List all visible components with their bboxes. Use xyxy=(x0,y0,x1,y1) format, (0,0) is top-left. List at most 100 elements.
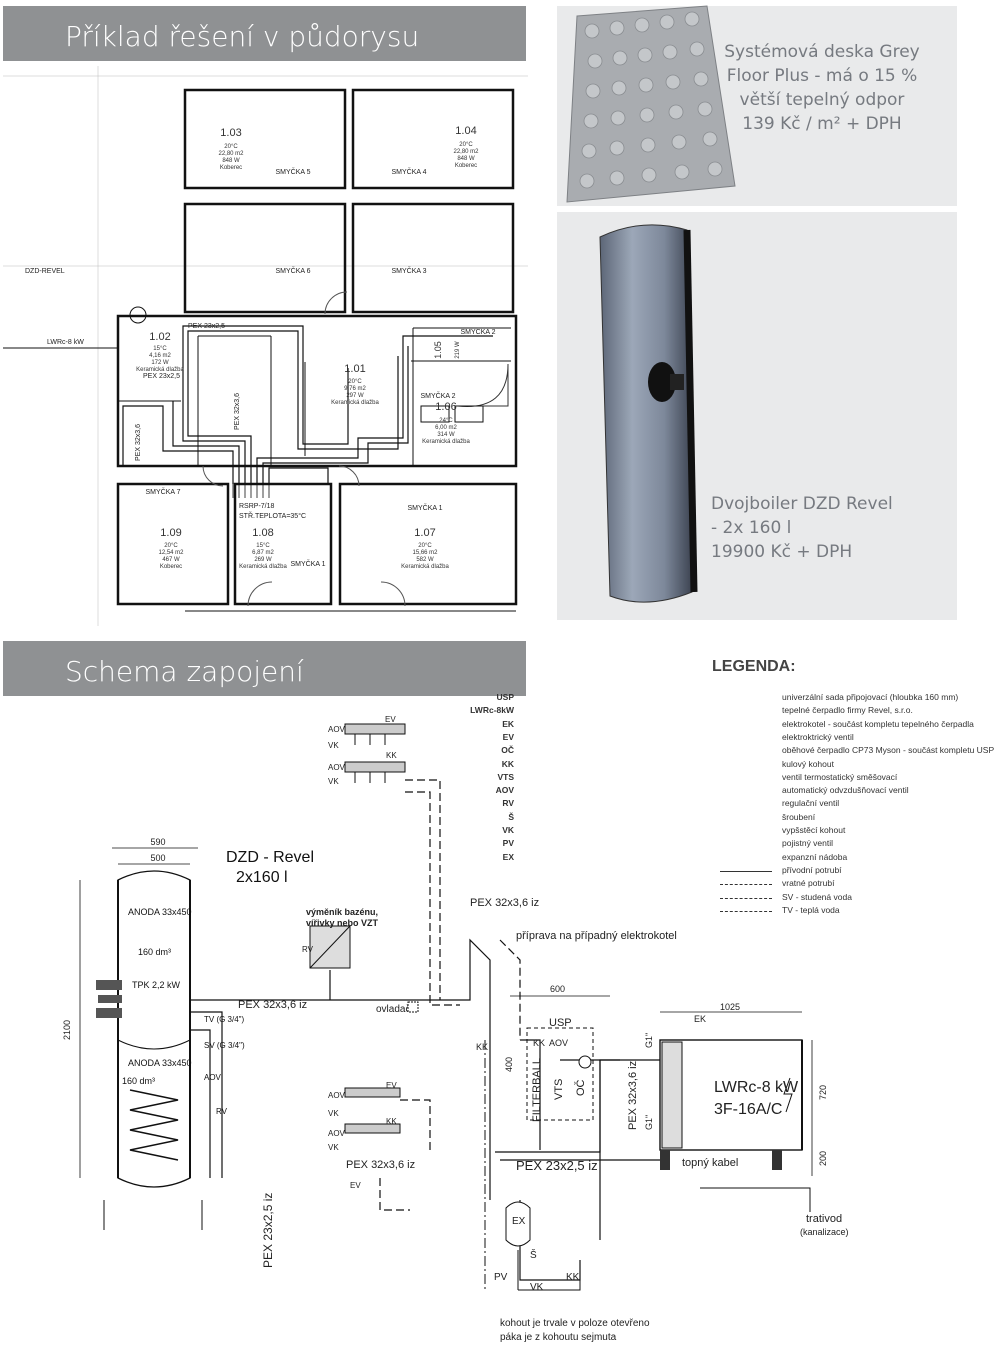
g1-label: G1" xyxy=(644,1115,654,1130)
svg-text:Keramická dlažba: Keramická dlažba xyxy=(136,367,184,373)
svg-text:314 W: 314 W xyxy=(437,432,455,438)
loop-label: SMYČKA 3 xyxy=(391,266,426,275)
ovladac-label: ovladač xyxy=(376,1004,410,1015)
dim-400: 400 xyxy=(504,1057,514,1072)
dim-720: 720 xyxy=(818,1085,828,1100)
pex25-tag: PEX 23x2,5 xyxy=(188,323,225,330)
connection-schema: 590 500 2100 DZD - Revel 2x160 l ANODA 3… xyxy=(62,715,849,1343)
pv-label: PV xyxy=(494,1272,508,1283)
floor-board-image xyxy=(566,5,736,203)
m1-aov1: AOV xyxy=(328,725,346,734)
floorplan-title: Příklad řešení v půdorysu xyxy=(65,20,420,53)
legend-value: expanzní nádoba xyxy=(782,851,848,862)
legend-value: regulační ventil xyxy=(782,798,840,809)
legend-key: EX xyxy=(502,851,514,862)
svg-text:1.07: 1.07 xyxy=(414,527,435,539)
manifold-upper xyxy=(344,723,406,783)
loop-label: SMYČKA 2 xyxy=(460,327,495,336)
loop-label: SMYČKA 7 xyxy=(145,487,180,496)
svg-text:Keramická dlažba: Keramická dlažba xyxy=(331,400,379,406)
anoda-top: ANODA 33x450 xyxy=(128,907,192,917)
legend-key: USP xyxy=(496,692,514,702)
pex36-tag: PEX 32x3,6 xyxy=(234,393,241,430)
kanalizace-label: (kanalizace) xyxy=(800,1227,849,1237)
svg-text:15,66 m2: 15,66 m2 xyxy=(412,550,438,556)
pex36-tag: PEX 32x3,6 xyxy=(135,424,142,461)
svg-text:22,80 m2: 22,80 m2 xyxy=(453,149,479,155)
legend-value: oběhové čerpadlo CP73 Myson - součást ko… xyxy=(782,745,994,756)
dzd-tag: DZD-REVEL xyxy=(25,268,65,275)
manifold-lower xyxy=(344,1087,401,1134)
m2-aov1: AOV xyxy=(328,1091,346,1100)
pex25-tag: PEX 23x2,5 xyxy=(143,373,180,380)
legend-key: VK xyxy=(502,825,514,835)
manifold-temp: STŘ.TEPLOTA=35°C xyxy=(239,511,306,520)
legend-value: přívodní potrubí xyxy=(782,864,842,875)
dvojboiler-caption: Dvojboiler DZD Revel - 2x 160 l 19900 Kč… xyxy=(711,492,951,564)
pex-mid-label: PEX 32x3,6 iz xyxy=(346,1159,415,1171)
svg-text:1.04: 1.04 xyxy=(455,125,476,137)
svg-text:15°C: 15°C xyxy=(153,346,167,352)
m2-ev: EV xyxy=(386,1081,397,1090)
legend-line-sample xyxy=(720,910,772,912)
legend-key: LWRc-8kW xyxy=(470,705,514,716)
note-line1: kohout je trvale v poloze otevřeno xyxy=(500,1318,650,1329)
svg-text:4,16 m2: 4,16 m2 xyxy=(149,353,171,359)
dzd-revel-tank xyxy=(96,870,203,1230)
svg-text:1.08: 1.08 xyxy=(252,527,273,539)
volume-top: 160 dm³ xyxy=(138,947,171,957)
oc-label: OČ xyxy=(574,1079,587,1096)
svg-text:848 W: 848 W xyxy=(457,156,475,162)
svg-text:20°C: 20°C xyxy=(459,142,473,148)
anoda-bot: ANODA 33x450 xyxy=(128,1058,192,1068)
kk3-label: KK xyxy=(566,1272,580,1283)
legend-key: RV xyxy=(502,798,514,809)
caption-line: 139 Kč / m² + DPH xyxy=(742,114,902,134)
pex-vertical-label: PEX 32x3,6 iz xyxy=(627,1061,639,1130)
aov-usp: AOV xyxy=(549,1038,568,1048)
svg-text:1.09: 1.09 xyxy=(160,527,181,539)
caption-line: Floor Plus - má o 15 % xyxy=(726,66,918,86)
legend-value: vratné potrubí xyxy=(782,878,835,889)
loop-label: SMYČKA 2 xyxy=(420,391,455,400)
svg-text:172 W: 172 W xyxy=(151,360,169,366)
svg-text:6,87 m2: 6,87 m2 xyxy=(252,550,274,556)
svg-text:Keramická dlažba: Keramická dlažba xyxy=(422,439,470,445)
tpk-label: TPK 2,2 kW xyxy=(132,980,181,990)
legend-key: KK xyxy=(501,758,514,769)
svg-text:22,80 m2: 22,80 m2 xyxy=(218,151,244,157)
m1-ev: EV xyxy=(385,715,396,724)
floor-board-caption: Systémová deska Grey Floor Plus - má o 1… xyxy=(697,40,947,136)
ev-bot: EV xyxy=(350,1181,361,1190)
svg-text:1.01: 1.01 xyxy=(344,363,365,375)
caption-line: větší tepelný odpor xyxy=(739,90,905,110)
lwrc-name: LWRc-8 kW xyxy=(714,1079,799,1096)
legend-value: tepelné čerpadlo firmy Revel, s.r.o. xyxy=(782,705,913,716)
legend-key: PV xyxy=(502,838,514,849)
legend-value: pojistný ventil xyxy=(782,838,834,849)
legend-key: Š xyxy=(508,811,514,822)
lwrc-type: 3F-16A/C xyxy=(714,1101,782,1118)
svg-text:24°C: 24°C xyxy=(439,418,453,424)
caption-line: 19900 Kč + DPH xyxy=(711,542,853,562)
m1-vk1: VK xyxy=(328,741,339,750)
dim-600: 600 xyxy=(550,984,565,994)
pex-top-label: PEX 32x3,6 iz xyxy=(238,999,307,1011)
floorplan-banner: Příklad řešení v půdorysu xyxy=(3,6,526,61)
schema-banner: Schema zapojení xyxy=(3,641,526,696)
svg-text:219 W: 219 W xyxy=(455,341,461,359)
m1-vk2: VK xyxy=(328,777,339,786)
dim-590: 590 xyxy=(150,837,165,847)
svg-text:582 W: 582 W xyxy=(416,557,434,563)
svg-text:15°C: 15°C xyxy=(256,543,270,549)
usp-box xyxy=(526,1027,594,1121)
legend-value: TV - teplá voda xyxy=(782,904,840,915)
loop-label: SMYČKA 1 xyxy=(407,503,442,512)
aov-label: AOV xyxy=(204,1073,222,1082)
legend-value: SV - studená voda xyxy=(782,891,852,902)
svg-text:Koberec: Koberec xyxy=(455,163,477,169)
